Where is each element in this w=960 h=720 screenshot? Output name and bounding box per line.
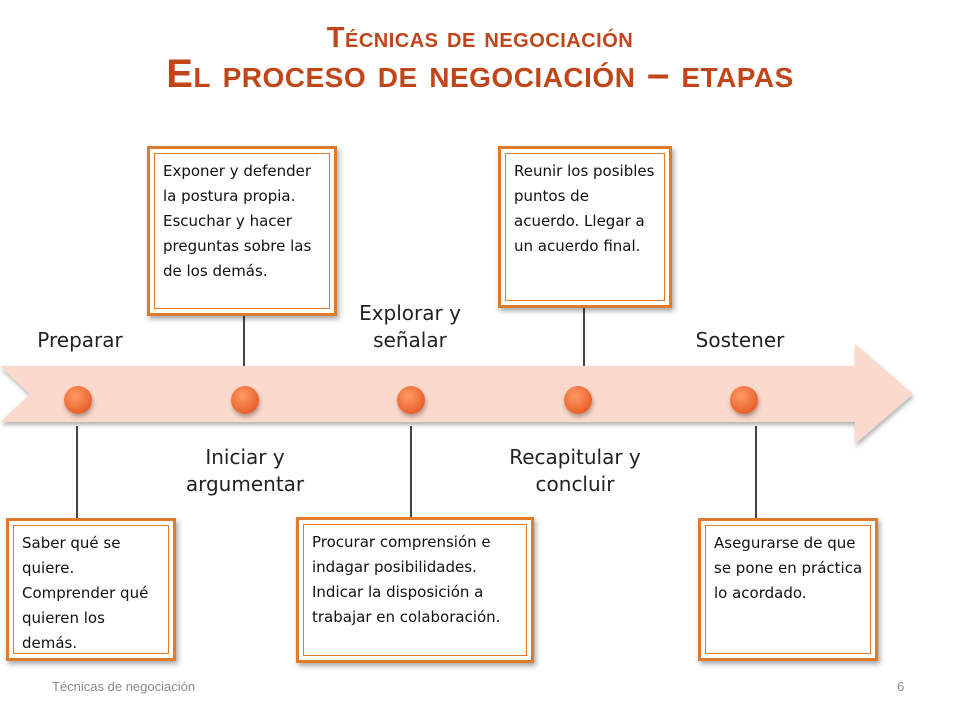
stage-label-sostener: Sostener [695,328,785,352]
description-text-sostener: Asegurarse de que se pone en práctica lo… [705,525,871,654]
stage-dot-iniciar [231,386,259,414]
stage-dot-sostener [730,386,758,414]
stage-dot-explorar [397,386,425,414]
description-box-iniciar: Exponer y defender la postura propia. Es… [147,146,337,316]
description-text-explorar: Procurar comprensión e indagar posibilid… [303,524,527,656]
slide-subtitle: El proceso de negociación – etapas [166,52,794,96]
description-box-explorar: Procurar comprensión e indagar posibilid… [296,517,534,663]
stage-label-iniciar: Iniciar y argumentar [185,445,305,496]
description-text-recapitular: Reunir los posibles puntos de acuerdo. L… [505,153,665,301]
description-text-iniciar: Exponer y defender la postura propia. Es… [154,153,330,309]
description-box-recapitular: Reunir los posibles puntos de acuerdo. L… [498,146,672,308]
stage-dot-recapitular [564,386,592,414]
connector-line-sostener [755,426,757,521]
description-box-preparar: Saber qué se quiere. Comprender qué quie… [6,518,176,661]
connector-line-explorar [410,426,412,518]
slide-title: Técnicas de negociación [326,22,634,54]
description-text-preparar: Saber qué se quiere. Comprender qué quie… [13,525,169,654]
footer-text: Técnicas de negociación [52,679,196,694]
stage-label-explorar: Explorar y señalar [359,301,461,352]
connector-line-iniciar [243,316,245,370]
page-number: 6 [897,679,905,694]
stage-dot-preparar [64,386,92,414]
description-box-sostener: Asegurarse de que se pone en práctica lo… [698,518,878,661]
connector-line-preparar [76,426,78,521]
timeline-arrow-shape [0,344,913,444]
timeline-arrow [0,344,913,444]
connector-line-recapitular [583,308,585,370]
stage-label-recapitular: Recapitular y concluir [509,445,641,496]
stage-label-preparar: Preparar [37,328,123,352]
